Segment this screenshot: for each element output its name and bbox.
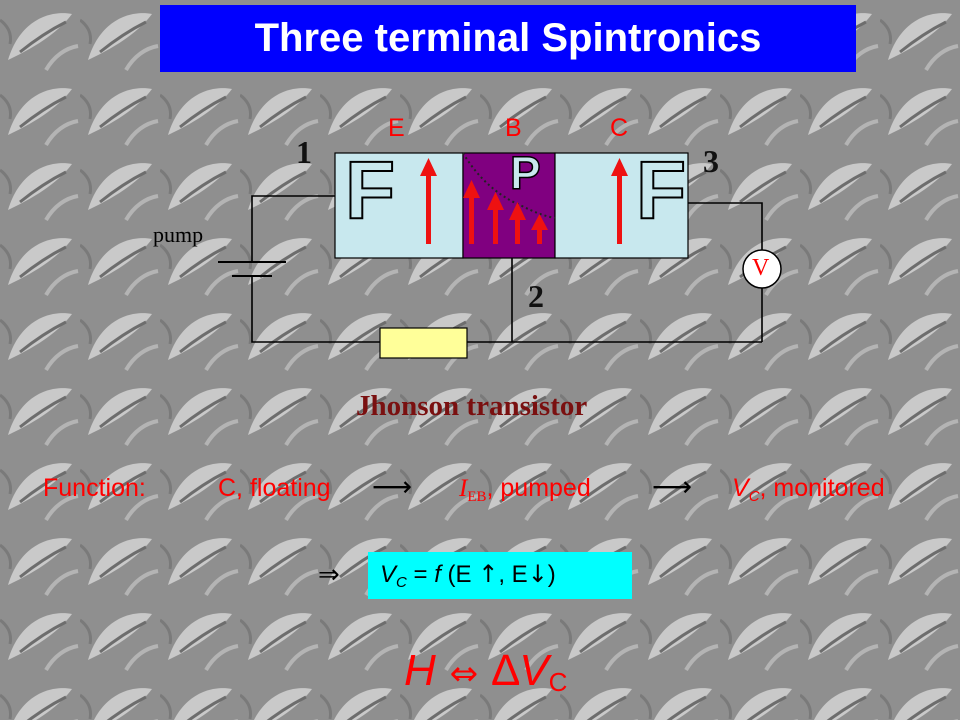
spin-decay-curve bbox=[462, 152, 556, 219]
label-base: B bbox=[505, 114, 522, 142]
equation-box: VC = f (E ↑, E↓) bbox=[368, 552, 632, 599]
ferromagnet-emitter bbox=[334, 152, 464, 259]
spin-arrows bbox=[420, 158, 628, 244]
layer-letter-right: F bbox=[635, 145, 687, 236]
pump-label: pump bbox=[153, 222, 204, 247]
resistor bbox=[379, 327, 468, 359]
title-bar: Three terminal Spintronics bbox=[160, 5, 856, 72]
function-step-3: VC, monitored bbox=[732, 474, 885, 505]
circuit-wires bbox=[251, 195, 763, 343]
label-collector: C bbox=[610, 114, 629, 142]
terminal-1: 1 bbox=[296, 134, 312, 170]
terminal-2: 2 bbox=[528, 278, 544, 314]
layer-letter-left: F bbox=[344, 145, 396, 236]
iff-icon: ⇔ bbox=[449, 654, 479, 694]
terminal-3: 3 bbox=[703, 143, 719, 179]
down-arrow-icon: ↓ bbox=[527, 560, 548, 588]
implies-icon: ⇒ bbox=[318, 560, 340, 590]
equation-text: VC = f (E ↑, E↓) bbox=[380, 560, 556, 591]
function-step-2: IEB, pumped bbox=[459, 474, 591, 505]
slide-title: Three terminal Spintronics bbox=[254, 16, 762, 60]
function-label: Function: bbox=[43, 474, 146, 502]
label-emitter: E bbox=[388, 114, 405, 142]
function-step-1: C, floating bbox=[218, 474, 331, 502]
battery-icon bbox=[218, 261, 286, 277]
voltmeter-label: V bbox=[752, 255, 770, 281]
layer-letter-middle: P bbox=[509, 147, 541, 199]
relation-line: H⇔∆VC bbox=[404, 646, 568, 697]
up-arrow-icon: ↑ bbox=[478, 560, 499, 588]
voltmeter-icon bbox=[742, 249, 782, 289]
arrow-right-icon: ⟶ bbox=[652, 470, 693, 503]
diagram-caption: Jhonson transistor bbox=[356, 390, 588, 422]
arrow-right-icon: ⟶ bbox=[372, 470, 413, 503]
